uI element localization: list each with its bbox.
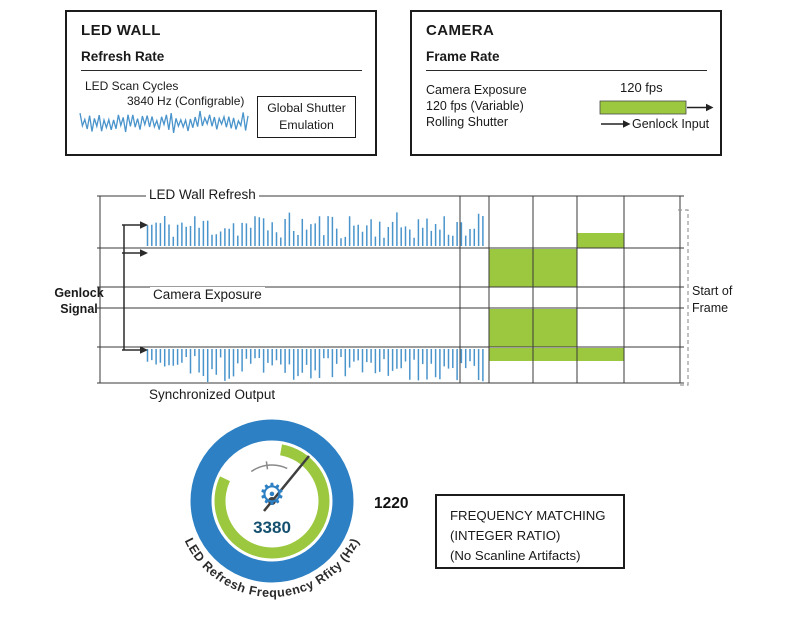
start-of-frame-bracket (678, 209, 689, 386)
global-shutter-emulation-box: Global Shutter Emulation (257, 96, 356, 138)
rolling-shutter-line: Rolling Shutter (426, 115, 508, 129)
genlock-input-label: Genlock Input (632, 117, 710, 131)
synchronized-output-signal (146, 349, 484, 382)
frame-rate-bar-graphic (599, 100, 714, 128)
camera-spec-lines: Camera Exposure 120 fps (Variable) Rolli… (426, 82, 527, 130)
frame-rate-heading: Frame Rate (426, 49, 500, 64)
shutter-box-line1: Global Shutter (267, 101, 346, 116)
gauge-outer-ring (190, 419, 354, 583)
waveform-line-icon (79, 110, 249, 134)
genlock-signal-arrows-icon (122, 221, 148, 354)
camera-panel: CAMERA Frame Rate Camera Exposure 120 fp… (410, 10, 722, 156)
gauge-value: 3380 (253, 518, 291, 537)
exposure-block-thin-top (577, 233, 624, 248)
shutter-box-line2: Emulation (279, 118, 334, 132)
bar-arrow-icon (687, 103, 714, 112)
fps-value-label: 120 fps (620, 80, 663, 95)
note-line2: (INTEGER RATIO) (450, 527, 561, 543)
exposure-bar (599, 100, 687, 115)
camera-exposure-label: Camera Exposure (150, 287, 265, 302)
led-wall-panel: LED WALL Refresh Rate LED Scan Cycles 38… (65, 10, 377, 156)
exposure-block-thin-bottom (489, 348, 624, 361)
scan-cycles-label: LED Scan Cycles (85, 79, 179, 93)
refresh-rate-heading: Refresh Rate (81, 49, 165, 64)
frequency-label: 3840 Hz (Configrable) (127, 94, 245, 108)
gauge-secondary-value: 1220 (374, 495, 409, 512)
led-wall-refresh-label: LED Wall Refresh (146, 187, 259, 202)
led-refresh-signal-top (146, 212, 484, 246)
gauge-tick-arc (250, 464, 288, 473)
camera-exposure-line: Camera Exposure (426, 83, 527, 97)
scan-cycle-waveform (79, 110, 249, 134)
camera-title: CAMERA (426, 22, 495, 39)
gear-icon: ⚙ (259, 479, 286, 512)
genlock-input-arrow-icon (601, 120, 631, 128)
gauge-tick (265, 461, 269, 470)
exposure-blocks (489, 233, 624, 361)
genlock-signal-label: Genlock Signal (54, 286, 104, 317)
divider-line (81, 70, 362, 71)
camera-fps-line: 120 fps (Variable) (426, 99, 524, 113)
gauge-needle-icon (263, 455, 310, 512)
divider-line (426, 70, 707, 71)
frequency-matching-box: FREQUENCY MATCHING (INTEGER RATIO) (No S… (435, 494, 625, 569)
frequency-gauge: ⚙ 3380 LED Refresh Frequency Rfity (Hz) (182, 419, 362, 600)
synchronized-output-label: Synchronized Output (146, 387, 279, 402)
led-wall-title: LED WALL (81, 22, 161, 39)
start-of-frame-label: Start of Frame (692, 284, 733, 315)
note-line3: (No Scanline Artifacts) (450, 547, 581, 563)
timing-diagram (97, 195, 689, 386)
note-line1: FREQUENCY MATCHING (450, 508, 606, 523)
